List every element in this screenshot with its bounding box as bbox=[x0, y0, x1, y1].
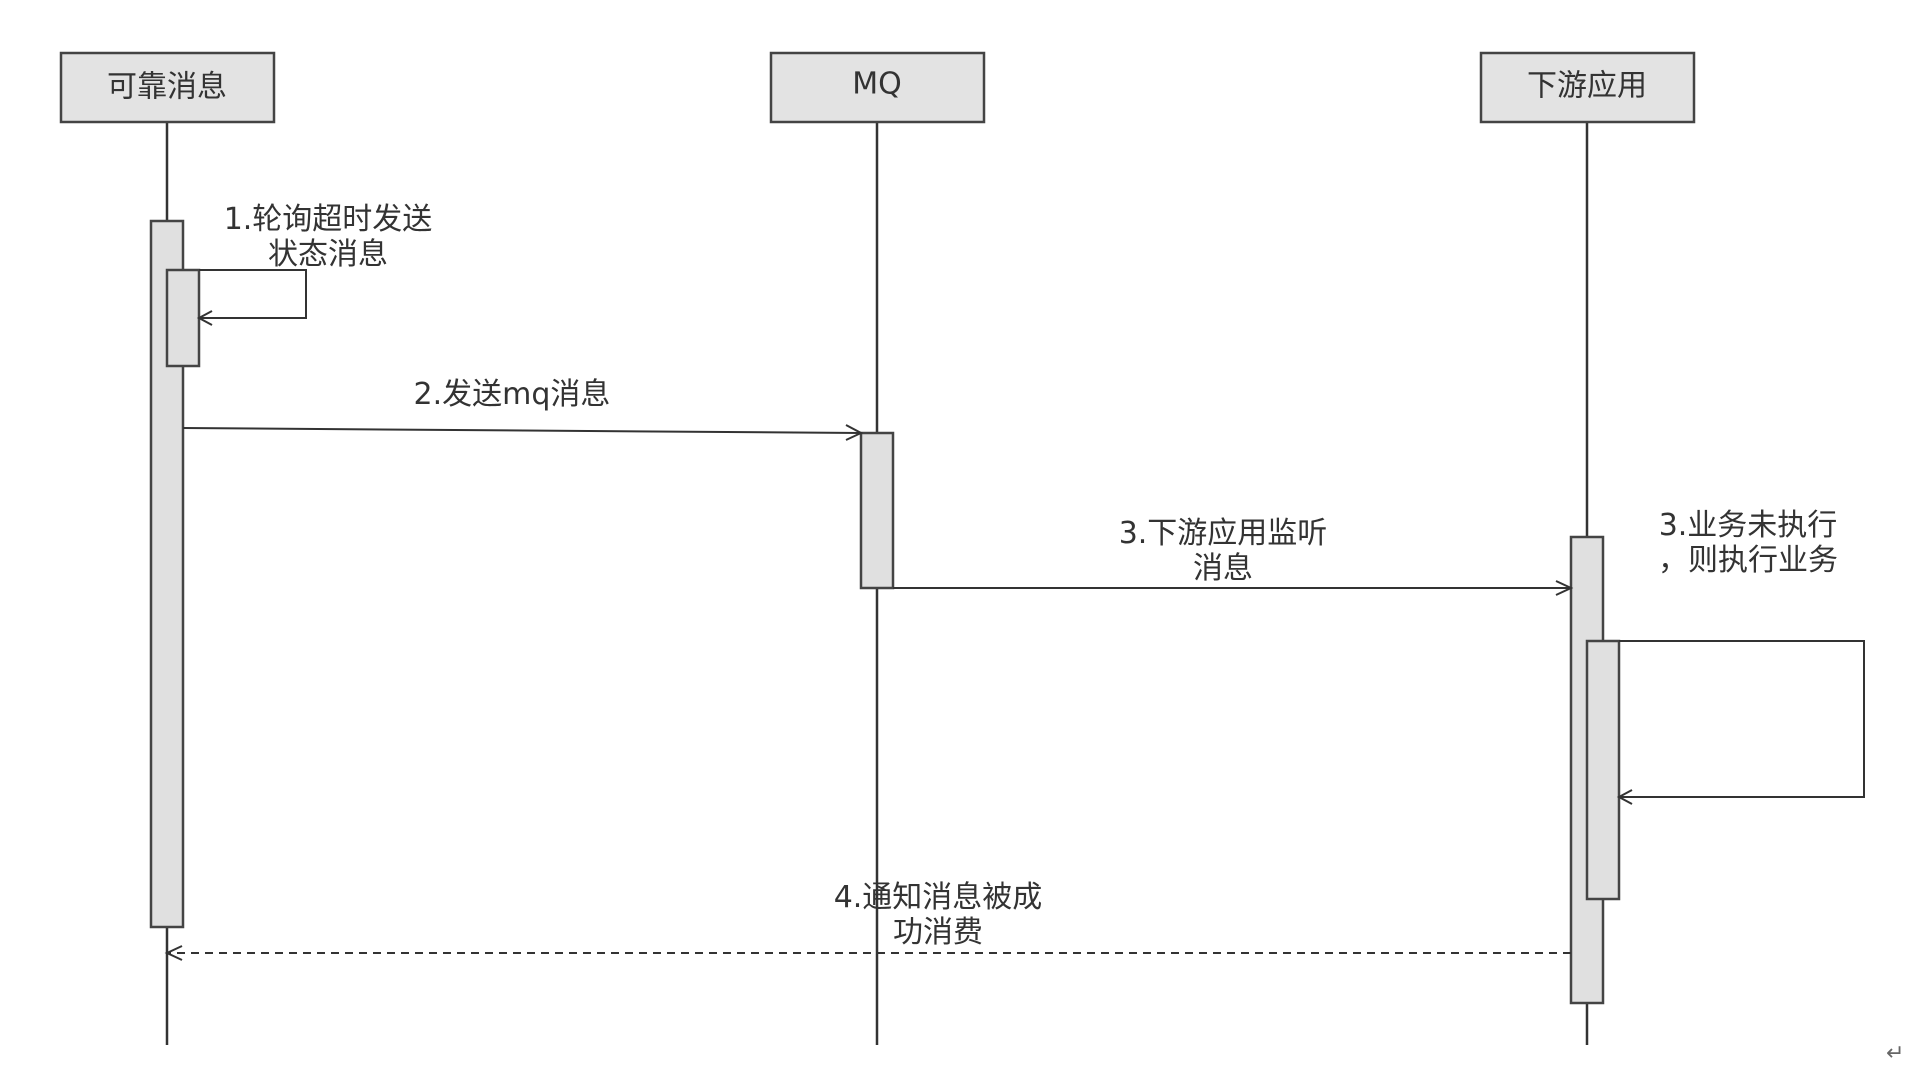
participant-label: 可靠消息 bbox=[107, 70, 227, 105]
arrowhead-icon bbox=[1555, 580, 1574, 596]
message-1-label-line1: 1.轮询超时发送 bbox=[224, 202, 433, 237]
arrowhead-icon bbox=[164, 945, 183, 961]
message-3b-label-line2: ，则执行业务 bbox=[1658, 543, 1838, 578]
message-2-label: 2.发送mq消息 bbox=[414, 377, 611, 412]
message-3-label-line2: 消息 bbox=[1193, 551, 1253, 586]
message-1-self-call: 1.轮询超时发送 状态消息 bbox=[196, 202, 433, 326]
arrowhead-icon bbox=[196, 310, 213, 326]
arrowhead-icon bbox=[845, 424, 864, 441]
message-1-label-line2: 状态消息 bbox=[268, 237, 388, 272]
participant-label: 下游应用 bbox=[1527, 69, 1647, 104]
message-4-label-line1: 4.通知消息被成 bbox=[834, 880, 1043, 915]
participant-downstream-app: 下游应用 bbox=[1479, 51, 1696, 124]
participant-label: MQ bbox=[852, 67, 902, 102]
participant-mq: MQ bbox=[769, 51, 986, 124]
activation-reliable-message-nested bbox=[165, 268, 201, 368]
message-3-label-line1: 3.下游应用监听 bbox=[1119, 516, 1328, 551]
message-2-send-mq: 2.发送mq消息 bbox=[182, 377, 864, 441]
paragraph-mark-icon: ↵ bbox=[1886, 1041, 1904, 1066]
message-3-downstream-listen: 3.下游应用监听 消息 bbox=[893, 516, 1574, 596]
arrowhead-icon bbox=[1616, 789, 1633, 805]
activation-downstream-app-nested bbox=[1585, 639, 1621, 901]
message-3b-self-call: 3.业务未执行 ，则执行业务 bbox=[1616, 508, 1865, 805]
activation-mq bbox=[859, 431, 895, 590]
participant-reliable-message: 可靠消息 bbox=[59, 51, 276, 124]
message-3b-label-line1: 3.业务未执行 bbox=[1659, 508, 1838, 543]
message-4-label-line2: 功消费 bbox=[893, 915, 983, 950]
message-4-notify-consumed: 4.通知消息被成 功消费 bbox=[164, 880, 1571, 961]
